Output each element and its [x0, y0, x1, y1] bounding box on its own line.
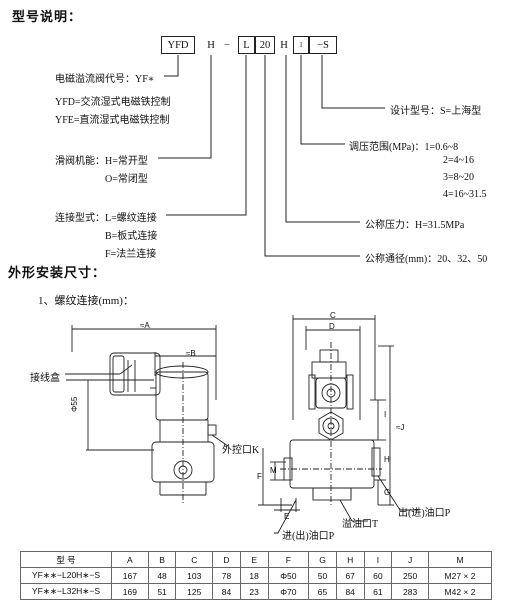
legend-code: 电磁溢流阀代号：YF∗ — [55, 74, 155, 85]
table-cell: 65 — [308, 583, 337, 600]
table-cell: 60 — [363, 567, 393, 584]
legend-connection: 连接型式：L=螺纹连接 — [55, 213, 157, 224]
outlet-inlet-label: 出(进)油口P — [398, 508, 451, 519]
table-header: E — [239, 551, 269, 568]
dim-m: M — [270, 466, 277, 475]
table-cell: M42 × 2 — [428, 583, 492, 600]
code-l: L — [238, 36, 255, 54]
table-header: C — [175, 551, 214, 568]
dim-e: E — [284, 512, 290, 521]
code-1: 1 — [293, 36, 309, 54]
dim-j: ≈J — [396, 423, 405, 432]
table-cell: 167 — [111, 567, 149, 584]
overflow-label: 溢油口T — [342, 519, 379, 530]
legend-pr4: 4=16~31.5 — [443, 189, 487, 200]
table-header: A — [111, 551, 149, 568]
legend-nominal-pressure: 公称压力：H=31.5MPa — [365, 220, 465, 231]
table-cell: 84 — [335, 583, 365, 600]
table-cell: 23 — [239, 583, 269, 600]
dim-phi55: Φ55 — [70, 396, 79, 412]
table-cell: Φ50 — [267, 567, 310, 584]
dimensions-heading: 外形安装尺寸： — [8, 265, 107, 280]
legend-connection-b: B=板式连接 — [105, 231, 158, 242]
table-row: YF∗∗−L20H∗−S 167 48 103 78 18 Φ50 50 67 … — [20, 567, 492, 584]
table-header: B — [147, 551, 177, 568]
table-cell: M27 × 2 — [428, 567, 492, 584]
table-cell: 84 — [212, 583, 241, 600]
legend-slide-function: 滑阀机能：H=常开型 — [55, 156, 148, 167]
table-cell: 67 — [335, 567, 365, 584]
dim-g: G — [384, 488, 391, 497]
table-header: 型 号 — [20, 551, 112, 568]
code-h: H — [207, 39, 215, 51]
table-cell: 125 — [175, 583, 214, 600]
table-header: G — [308, 551, 337, 568]
table-cell: 50 — [308, 567, 337, 584]
legend-pressure-range: 调压范围(MPa)：1=0.6~8 — [349, 142, 459, 153]
legend-yfd: YFD=交流湿式电磁铁控制 — [55, 97, 171, 108]
dim-i: I — [384, 410, 387, 419]
table-cell: 169 — [111, 583, 149, 600]
table-cell: Φ70 — [267, 583, 310, 600]
code-20: 20 — [255, 36, 275, 54]
table-cell: YF∗∗−L32H∗−S — [20, 583, 112, 600]
code-s: −S — [309, 36, 337, 54]
table-cell: 61 — [363, 583, 393, 600]
table-cell: YF∗∗−L20H∗−S — [20, 567, 112, 584]
table-header: M — [428, 551, 492, 568]
dim-h: H — [384, 455, 390, 464]
code-h2: H — [280, 39, 288, 51]
table-cell: 78 — [212, 567, 241, 584]
legend-nominal-bore: 公称通径(mm)：20、32、50 — [365, 254, 488, 265]
table-row: YF∗∗−L32H∗−S 169 51 125 84 23 Φ70 65 84 … — [20, 583, 492, 600]
dim-b: ≈B — [186, 349, 196, 358]
thread-connection-heading: 1、螺纹连接(mm)： — [38, 295, 134, 307]
table-cell: 250 — [391, 567, 429, 584]
table-header: I — [363, 551, 393, 568]
table-header-row: 型 号 A B C D E F G H I J M — [20, 551, 492, 568]
legend-pr3: 3=8~20 — [443, 172, 475, 183]
dim-c: C — [330, 311, 336, 320]
table-cell: 48 — [147, 567, 177, 584]
table-cell: 51 — [147, 583, 177, 600]
external-control-label: 外控口K — [222, 445, 260, 456]
table-cell: 103 — [175, 567, 214, 584]
inlet-outlet-label: 进(出)油口P — [282, 531, 335, 542]
table-header: D — [212, 551, 241, 568]
dimension-table: 型 号 A B C D E F G H I J M YF∗∗−L20H∗−S 1… — [20, 551, 492, 600]
table-cell: 283 — [391, 583, 429, 600]
legend-connection-f: F=法兰连接 — [105, 249, 157, 260]
legend-yfe: YFE=直流湿式电磁铁控制 — [55, 115, 170, 126]
table-header: J — [391, 551, 429, 568]
dim-f: F — [257, 472, 262, 481]
legend-pr2: 2=4~16 — [443, 155, 475, 166]
table-header: F — [267, 551, 310, 568]
legend-design: 设计型号：S=上海型 — [390, 106, 482, 117]
junction-box-label: 接线盒 — [30, 373, 60, 384]
legend-slide-o: O=常闭型 — [105, 174, 148, 185]
table-header: H — [335, 551, 365, 568]
model-description-heading: 型号说明： — [12, 9, 83, 24]
table-cell: 18 — [239, 567, 269, 584]
dim-d: D — [329, 322, 335, 331]
code-yfd: YFD — [161, 36, 195, 54]
code-dash: − — [224, 39, 230, 51]
dim-a: ≈A — [140, 321, 150, 330]
